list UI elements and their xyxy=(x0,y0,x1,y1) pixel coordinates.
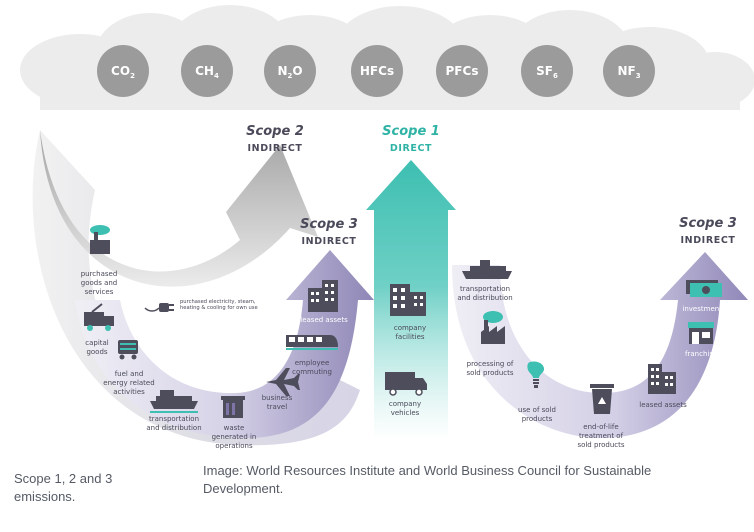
gas-circle-co2 xyxy=(97,45,149,97)
truck-capital-goods-icon xyxy=(84,303,114,331)
scope3-upstream-subtitle: INDIRECT xyxy=(302,236,357,247)
money-investments-icon xyxy=(686,280,722,297)
factory-icon xyxy=(90,225,110,254)
recycle-bin-icon xyxy=(590,384,614,414)
gas-label-co2: CO2 xyxy=(111,64,135,80)
gas-circle-hfcs xyxy=(351,45,403,97)
scope3-downstream-title: Scope 3 xyxy=(679,216,737,231)
airplane-icon xyxy=(266,368,300,396)
ship-downstream-icon xyxy=(462,260,512,279)
gas-label-sf6: SF6 xyxy=(536,64,558,80)
gas-circle-pfcs xyxy=(436,45,488,97)
leased-assets-building-icon xyxy=(308,280,338,312)
label-leased-assets-downstream: leased assets xyxy=(639,401,687,409)
label-franchises: franchises xyxy=(685,350,721,358)
gas-circle-n2o xyxy=(264,45,316,97)
processing-factory-icon xyxy=(481,311,505,344)
train-icon xyxy=(286,335,338,350)
scope3-upstream-arrow xyxy=(75,250,374,439)
plug-icon xyxy=(144,303,174,312)
scope2-arrow xyxy=(40,130,318,287)
scope1-subtitle: DIRECT xyxy=(390,143,432,154)
gas-label-hfcs: HFCs xyxy=(360,64,394,78)
ship-upstream-icon xyxy=(150,390,198,413)
franchise-store-icon xyxy=(688,322,714,344)
gas-circle-nf3 xyxy=(603,45,655,97)
waste-bin-icon xyxy=(221,396,245,418)
company-facilities-building-icon xyxy=(390,284,426,316)
scope3-upstream-title: Scope 3 xyxy=(300,217,358,232)
label-investments: investments xyxy=(682,305,726,313)
scope-emissions-diagram: CO2 CH4 N2O HFCs PFCs SF6 NF3 Scope 2 INDIRECT… xyxy=(20,5,754,450)
image-credit: Image: World Resources Institute and Wor… xyxy=(203,463,652,496)
scope2-subtitle: INDIRECT xyxy=(248,143,303,154)
gas-label-pfcs: PFCs xyxy=(446,64,479,78)
scope2-title: Scope 2 xyxy=(246,124,304,139)
company-vehicle-truck-icon xyxy=(385,372,427,396)
gas-label-n2o: N2O xyxy=(277,64,302,80)
scope3-downstream-subtitle: INDIRECT xyxy=(681,235,736,246)
light-bulb-icon xyxy=(527,361,545,388)
gas-circle-sf6 xyxy=(521,45,573,97)
label-leased-assets-upstream: leased assets xyxy=(300,316,348,324)
gas-label-nf3: NF3 xyxy=(617,64,640,80)
gas-circle-ch4 xyxy=(181,45,233,97)
figure-caption: Scope 1, 2 and 3 emissions. xyxy=(14,471,113,504)
gas-label-ch4: CH4 xyxy=(195,64,219,80)
greenhouse-gas-circles: CO2 CH4 N2O HFCs PFCs SF6 NF3 xyxy=(97,45,655,97)
fuel-cart-icon xyxy=(118,340,138,360)
scope1-title: Scope 1 xyxy=(382,124,440,139)
leased-assets-downstream-building-icon xyxy=(648,364,676,394)
label-scope2-electricity: purchased electricity, steam,heating & c… xyxy=(180,299,258,311)
